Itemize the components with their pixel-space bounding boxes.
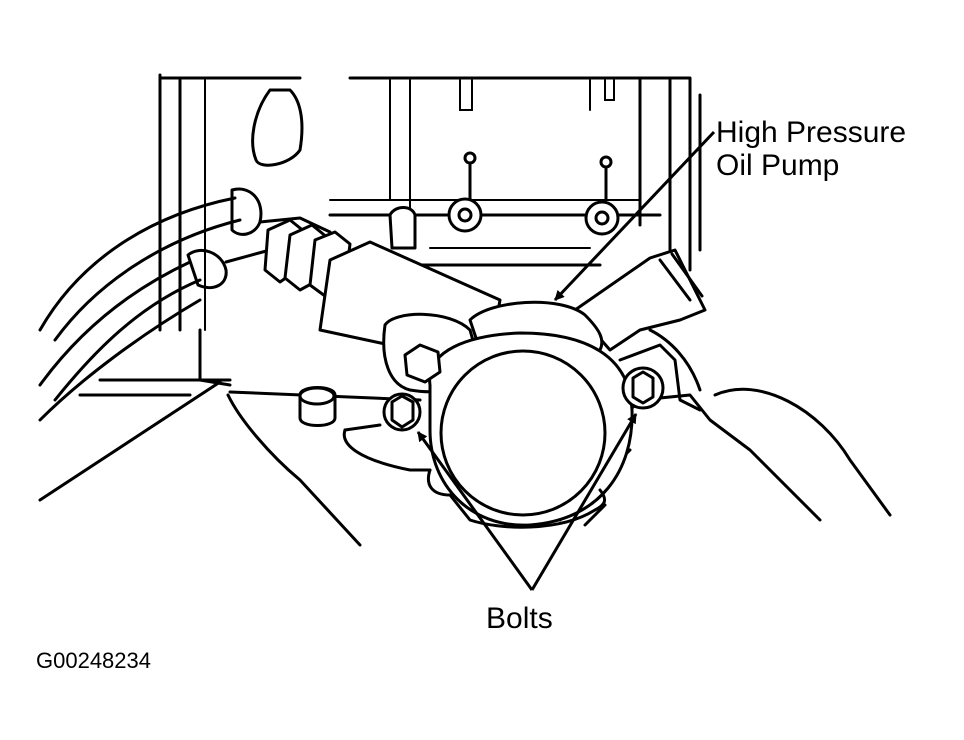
- oil-hoses: [38, 187, 352, 422]
- figure-code: G00248234: [36, 648, 151, 673]
- bolts-leader: [416, 413, 638, 591]
- bolts-label: Bolts: [486, 602, 553, 635]
- engine-block: [158, 73, 702, 332]
- high-pressure-oil-pump: [318, 206, 707, 529]
- bracket-right: [584, 155, 620, 236]
- pump-leader: [553, 130, 716, 302]
- lower-structure: [38, 328, 892, 547]
- bracket-left: [447, 151, 483, 233]
- pump-label-line1: High Pressure: [716, 116, 907, 149]
- pump-label-line2: Oil Pump: [716, 149, 840, 182]
